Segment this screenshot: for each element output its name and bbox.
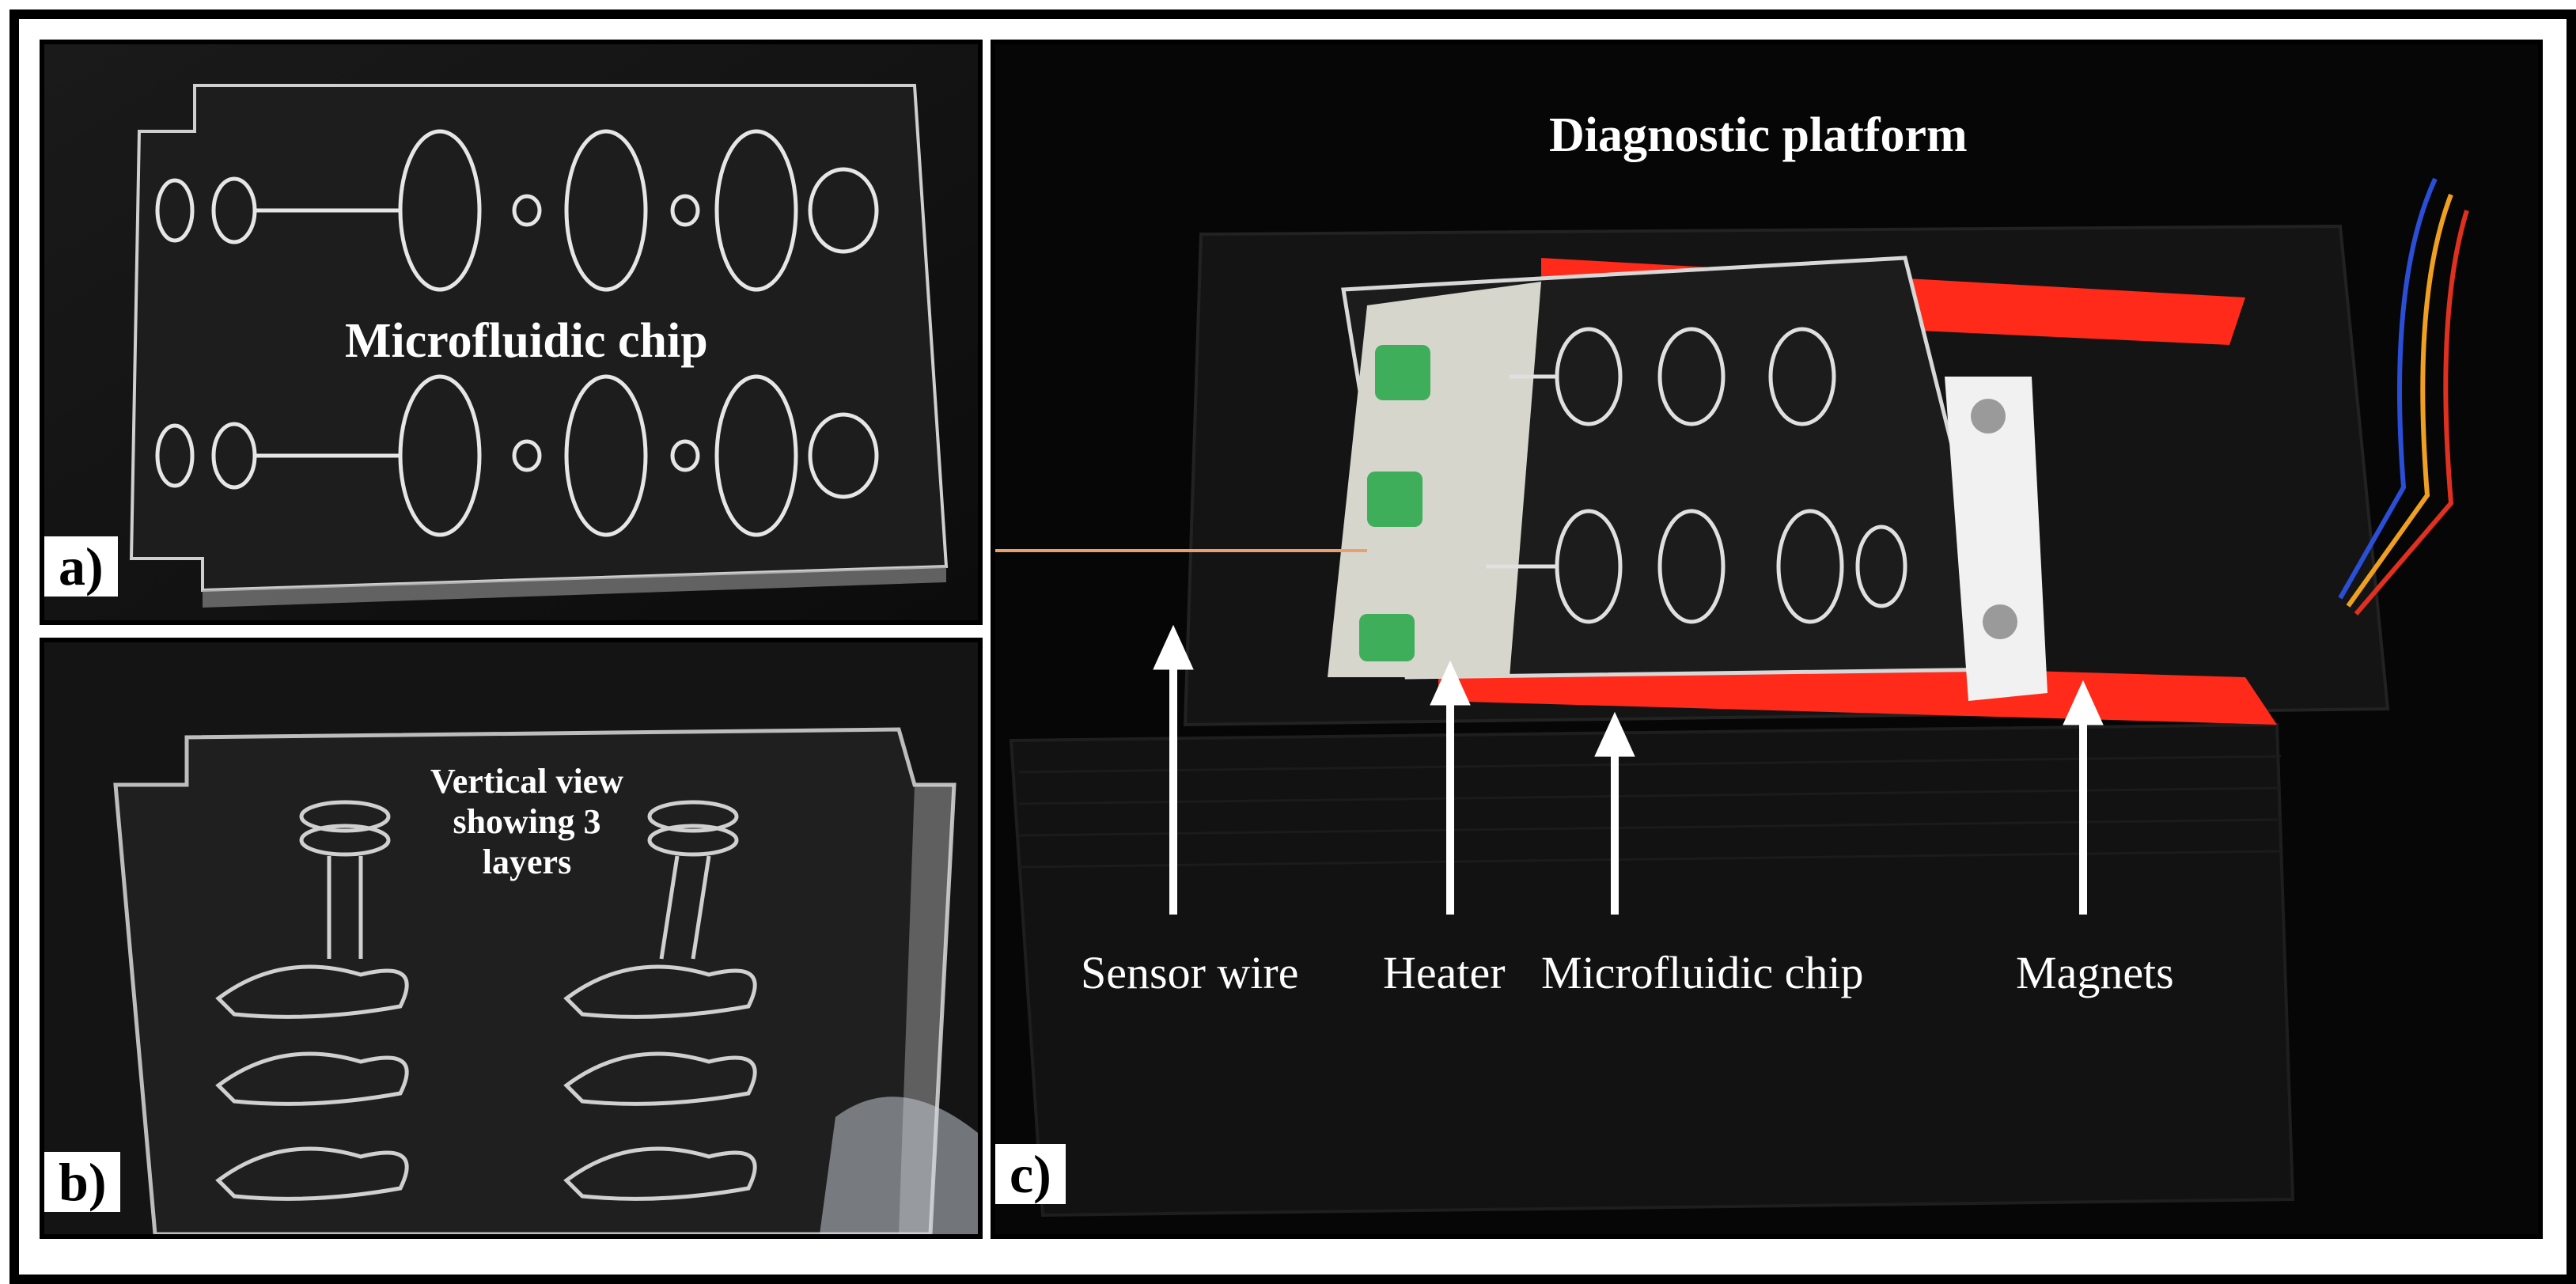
- chip-channel-upper: [155, 129, 879, 292]
- vertical-view-illustration: [44, 642, 978, 1234]
- panel-c-title: Diagnostic platform: [1549, 108, 1968, 162]
- panel-a-label: a): [44, 536, 118, 597]
- panel-c-photo: Diagnostic platform Sensor wire Heater M…: [991, 40, 2543, 1239]
- callout-magnets: Magnets: [2016, 947, 2174, 998]
- panel-a-photo: Microfluidic chip a): [40, 40, 983, 625]
- panel-b-title-line-1: Vertical view: [430, 762, 623, 801]
- callout-microfluidic-chip: Microfluidic chip: [1541, 947, 1864, 998]
- platform-illustration: [995, 44, 2538, 1234]
- panel-b-title-line-2: showing 3: [453, 802, 601, 841]
- chip-photo-illustration: [44, 44, 978, 620]
- chip-channel-lower: [155, 374, 879, 537]
- callout-sensor-wire: Sensor wire: [1081, 947, 1299, 998]
- panel-b-title-line-3: layers: [482, 843, 572, 881]
- panel-a-title: Microfluidic chip: [345, 314, 708, 368]
- panel-b-photo: Vertical view showing 3 layers b): [40, 638, 983, 1239]
- callout-heater: Heater: [1383, 947, 1506, 998]
- panel-b-title: Vertical view showing 3 layers: [361, 761, 693, 882]
- callout-arrows: [1153, 624, 2104, 915]
- panel-c-label: c): [995, 1144, 1066, 1204]
- panel-b-label: b): [44, 1152, 121, 1212]
- magnet-holder: [1945, 377, 2048, 701]
